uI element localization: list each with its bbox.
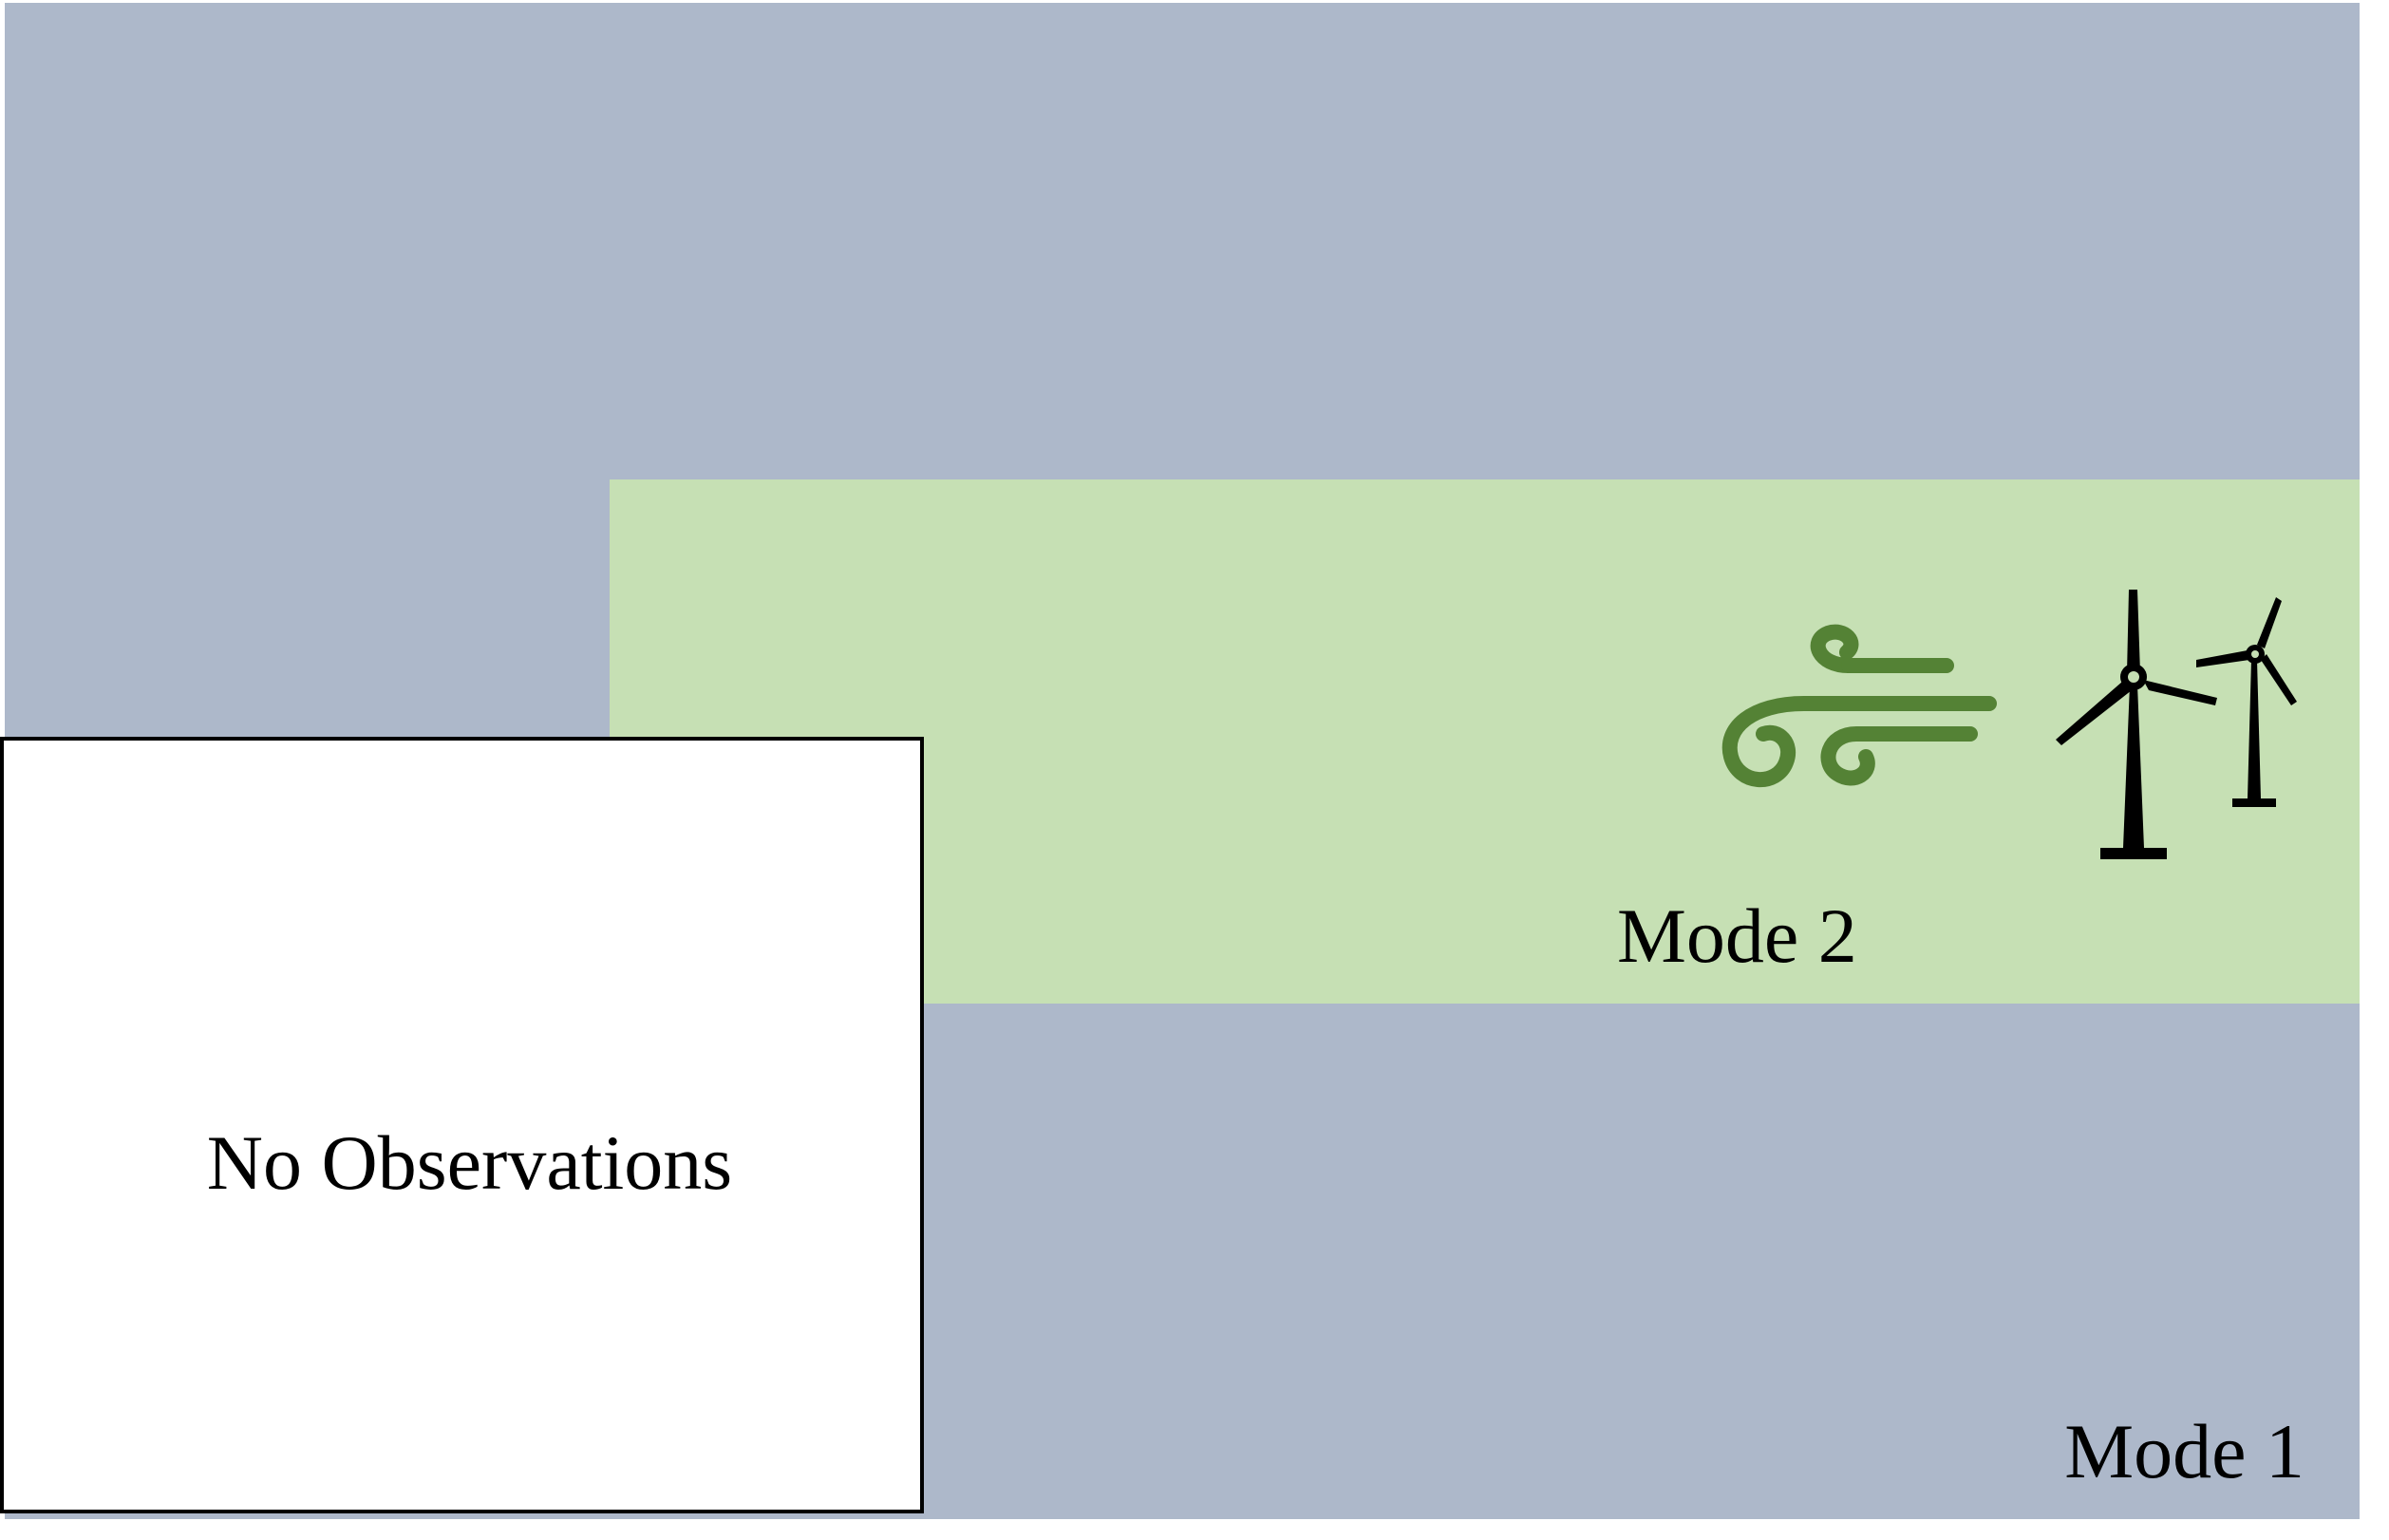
mode-2-label: Mode 2 [1617,892,1857,979]
wind-gust-icon [1721,624,1997,787]
wind-turbines-icon [2056,590,2297,859]
mode-1-label: Mode 1 [2064,1408,2304,1494]
no-observations-region: No Observations [0,737,924,1513]
no-observations-label: No Observations [206,1119,733,1206]
